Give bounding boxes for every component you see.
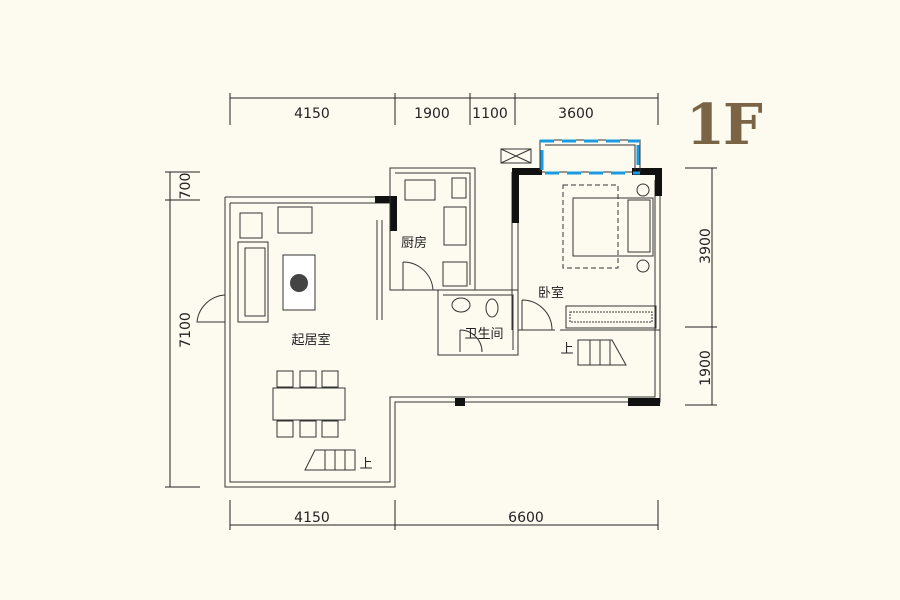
coffee-table-icon bbox=[282, 254, 316, 311]
room-label-kitchen: 厨房 bbox=[401, 235, 427, 251]
dim-top-3: 1100 bbox=[472, 106, 508, 122]
room-label-living: 起居室 bbox=[291, 332, 330, 348]
balcony-window bbox=[539, 139, 641, 175]
toilet-sink-icon bbox=[451, 297, 499, 318]
floor-label: 1F bbox=[686, 92, 763, 158]
dim-top-1: 4150 bbox=[294, 106, 330, 122]
stairs-up-label-living: 上 bbox=[359, 457, 372, 472]
kitchen-fixtures-icon bbox=[404, 177, 468, 287]
dimension-bottom bbox=[229, 500, 659, 530]
dim-right-2: 1900 bbox=[698, 350, 714, 386]
dimension-top bbox=[229, 93, 659, 125]
dim-left-2: 7100 bbox=[178, 312, 194, 348]
dimension-left bbox=[165, 171, 200, 488]
dim-left-1: 700 bbox=[178, 173, 194, 200]
room-label-bathroom: 卫生间 bbox=[464, 327, 503, 342]
room-label-bedroom: 卧室 bbox=[538, 285, 564, 301]
ac-unit-icon bbox=[500, 148, 532, 164]
door-swings bbox=[196, 261, 553, 353]
dimension-right bbox=[685, 167, 717, 406]
dining-table-icon bbox=[272, 370, 346, 438]
sofa-icon bbox=[237, 206, 313, 323]
bed-icon bbox=[562, 183, 654, 273]
stairs-up-label-bedroom: 上 bbox=[560, 342, 573, 357]
dim-top-4: 3600 bbox=[558, 106, 594, 122]
dim-bottom-2: 6600 bbox=[508, 510, 544, 526]
walls bbox=[224, 167, 662, 488]
dim-top-2: 1900 bbox=[414, 106, 450, 122]
wardrobe-icon bbox=[565, 305, 657, 329]
dim-bottom-1: 4150 bbox=[294, 510, 330, 526]
dim-right-1: 3900 bbox=[698, 228, 714, 264]
stairs-icon bbox=[304, 339, 627, 471]
